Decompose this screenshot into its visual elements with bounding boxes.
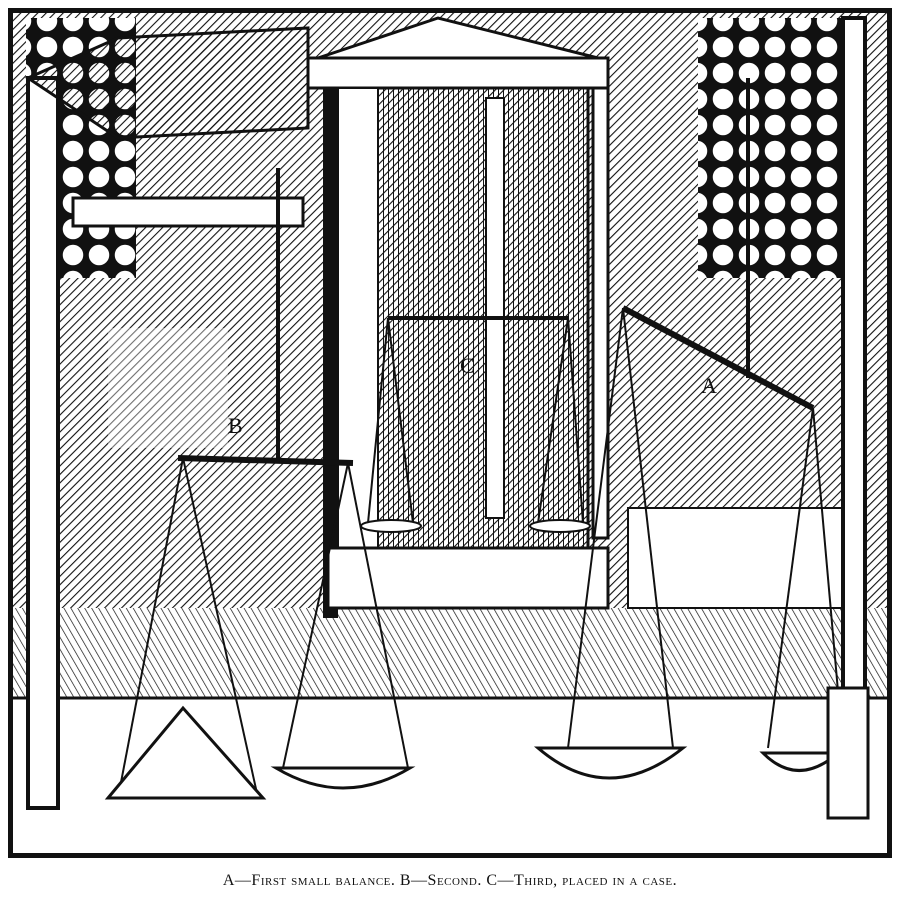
left-pillar — [24, 26, 310, 810]
balance-b: B — [104, 168, 416, 800]
floor — [8, 507, 892, 858]
figure-caption: A—First small balance. B—Second. C—Third… — [222, 872, 678, 889]
right-pillar — [826, 16, 870, 820]
label-c: C — [460, 353, 475, 378]
balance-case-c — [306, 16, 610, 618]
label-a: A — [701, 373, 717, 398]
balance-a: A — [533, 78, 844, 780]
illustration-border — [8, 8, 892, 858]
label-b: B — [228, 413, 243, 438]
woodcut-illustration: B A C — [8, 8, 892, 858]
